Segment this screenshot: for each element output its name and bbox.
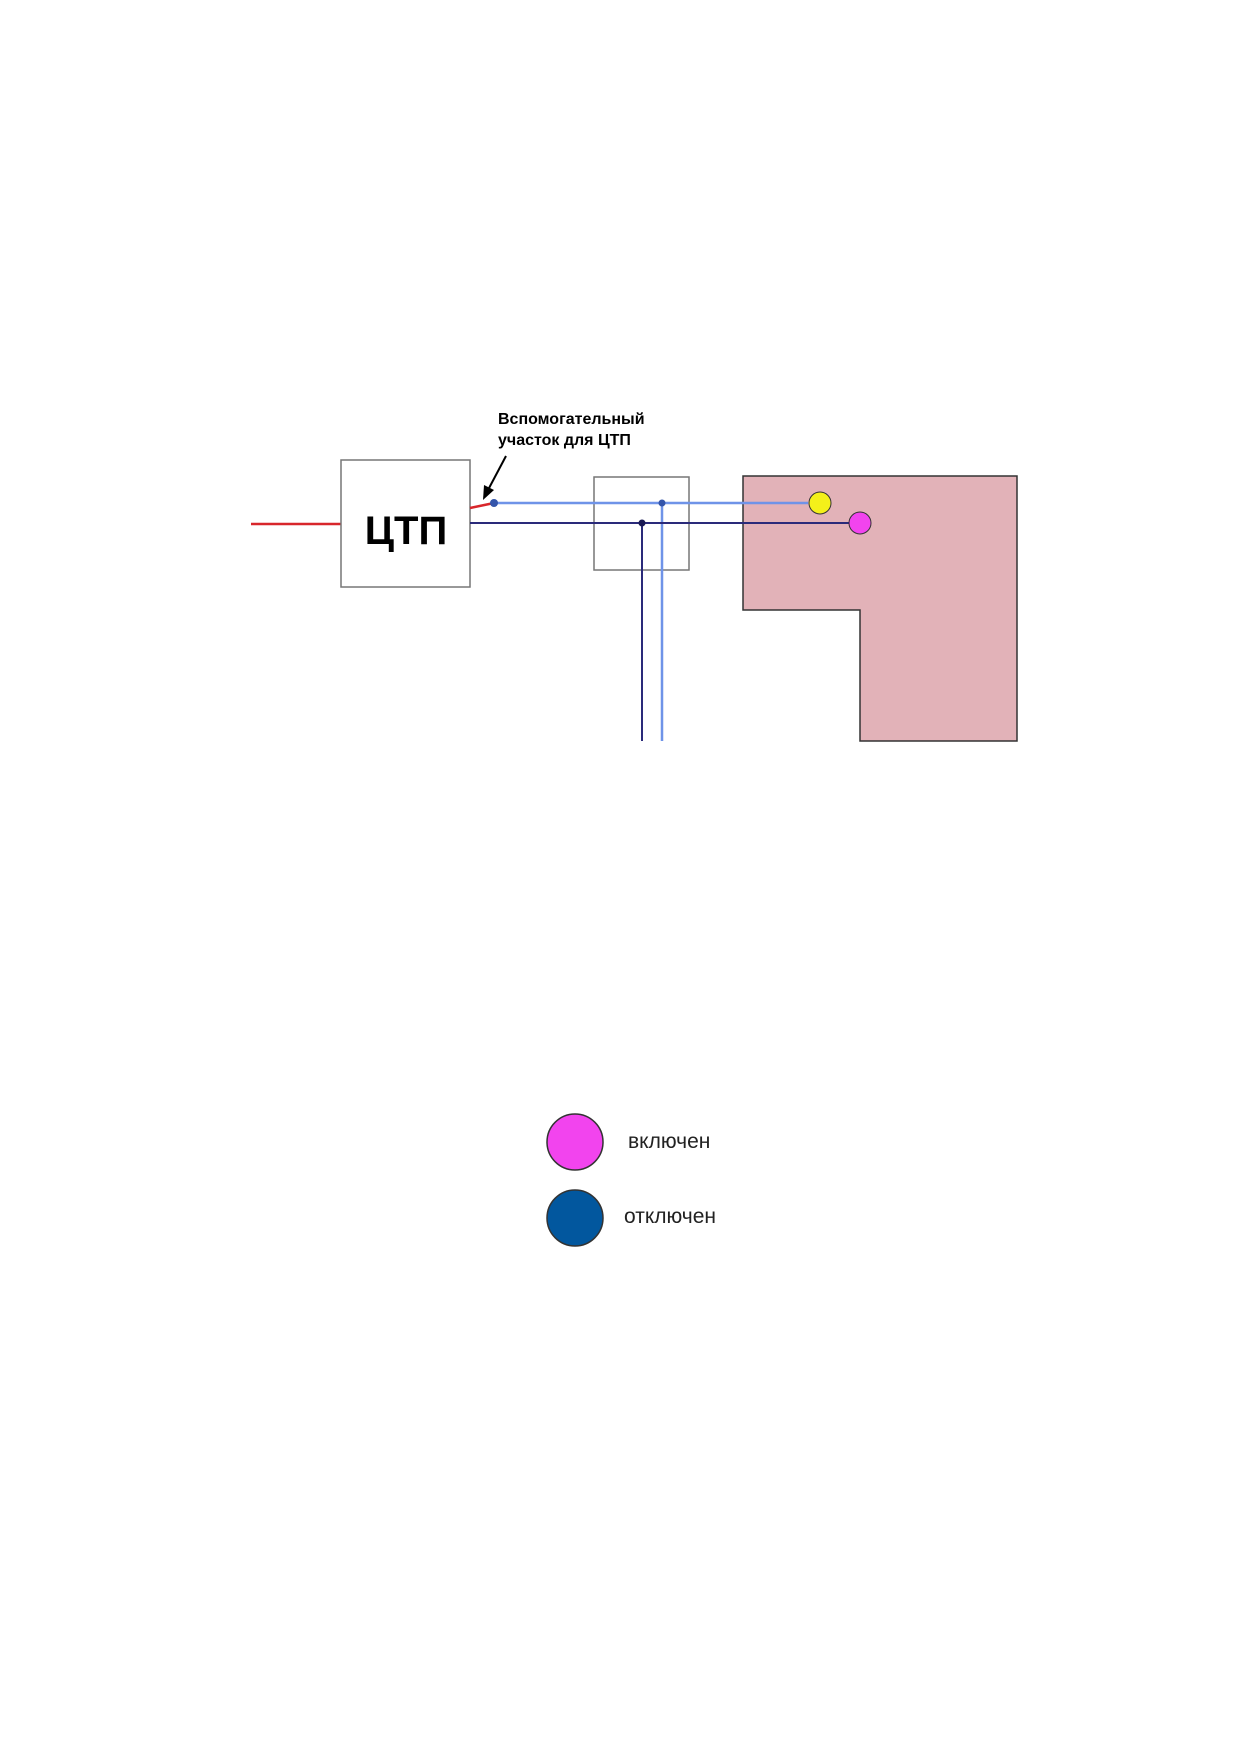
ctp-label: ЦТП: [365, 509, 447, 553]
aux-segment: [469, 501, 495, 510]
magenta-node[interactable]: [848, 511, 872, 535]
annotation-arrow-line: [487, 455, 507, 491]
building-footprint: [742, 475, 1018, 742]
light-pipe-branch-dot[interactable]: [658, 499, 666, 507]
ctp-box[interactable]: [340, 459, 471, 588]
aux-label-line2: участок для ЦТП: [498, 432, 631, 449]
aux-node-dot[interactable]: [490, 499, 498, 507]
aux-label-line1: Вспомогательный: [498, 411, 645, 428]
legend-off-label: отключен: [624, 1205, 716, 1228]
annotation-arrow-head: [483, 485, 494, 500]
legend: включен отключен: [546, 1113, 716, 1247]
yellow-node[interactable]: [808, 491, 832, 515]
legend-on-label: включен: [628, 1130, 710, 1153]
legend-off-swatch: [546, 1189, 604, 1247]
legend-on-swatch: [546, 1113, 604, 1171]
dark-pipe-branch-dot[interactable]: [638, 519, 646, 527]
